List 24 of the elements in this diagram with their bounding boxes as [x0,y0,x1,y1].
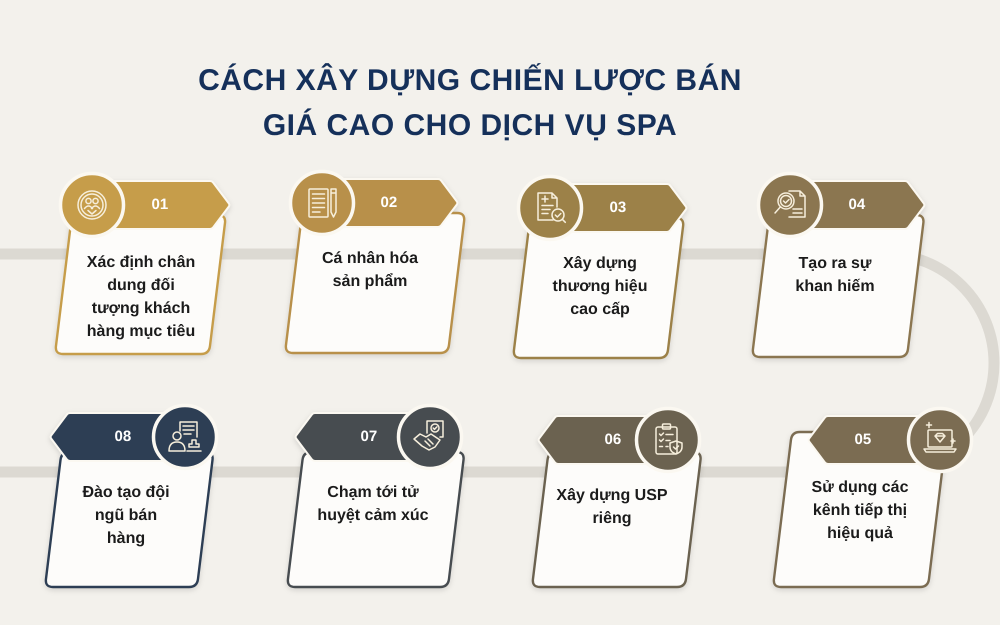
step-number: 06 [604,431,622,449]
step-number: 03 [610,199,626,217]
step-description: Sử dụng các kênh tiếp thị hiệu quả [810,478,910,544]
title: CÁCH XÂY DỰNG CHIẾN LƯỢC BÁN GIÁ CAO CHO DỊCH VỤ SPA [197,62,743,144]
step-card [530,405,704,589]
step-description: Chạm tới tử huyệt cảm xúc [316,483,430,526]
step-description: Xây dựng USP riêng [555,486,669,529]
step-number: 01 [152,196,168,214]
step-description: Cá nhân hóa sản phẩm [320,249,420,292]
step-card [43,402,221,589]
step-card [771,405,976,589]
step-card [285,402,466,589]
step-card [511,173,689,360]
step-number: 05 [854,431,872,449]
step-card [750,170,927,359]
step-description: Xây dựng thương hiệu cao cấp [552,254,648,320]
step-description: Xác định chân dung đối tượng khách hàng mục tiêu [86,253,196,342]
step-description: Đào tạo đội ngũ bán hàng [81,483,171,549]
step-number: 04 [848,196,866,214]
step-card [53,170,232,356]
step-number: 08 [114,428,132,446]
step-number: 02 [380,194,398,212]
step-number: 07 [360,428,378,446]
step-description: Tạo ra sự khan hiếm [794,254,876,297]
